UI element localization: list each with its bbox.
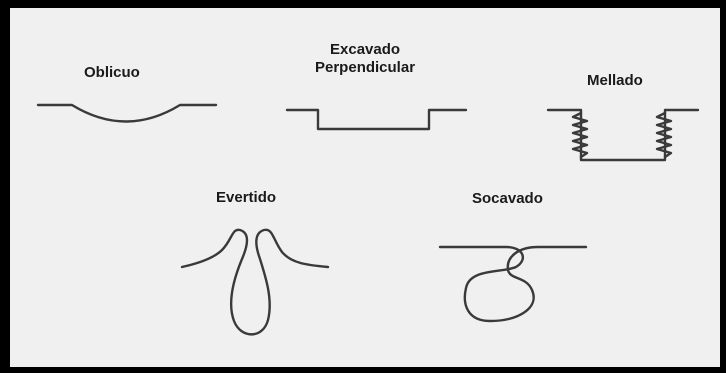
socavado-edge-shape xyxy=(440,247,586,321)
label-mellado: Mellado xyxy=(587,72,643,90)
label-evertido: Evertido xyxy=(216,189,276,207)
mellado-left-zigzag xyxy=(573,113,587,157)
label-excavado-perpendicular: Excavado Perpendicular xyxy=(315,41,415,77)
oblicuo-edge-shape xyxy=(38,105,216,122)
diagram-panel: Oblicuo Excavado Perpendicular Mellado E… xyxy=(10,8,720,367)
label-excavado-line-1: Excavado xyxy=(315,41,415,59)
mellado-edge-shape xyxy=(548,110,698,160)
excavado-perpendicular-edge-shape xyxy=(287,110,466,129)
label-oblicuo: Oblicuo xyxy=(84,64,140,82)
mellado-right-zigzag xyxy=(657,113,671,157)
label-excavado-line-2: Perpendicular xyxy=(315,59,415,77)
evertido-edge-shape xyxy=(182,230,328,335)
label-socavado: Socavado xyxy=(472,190,543,208)
